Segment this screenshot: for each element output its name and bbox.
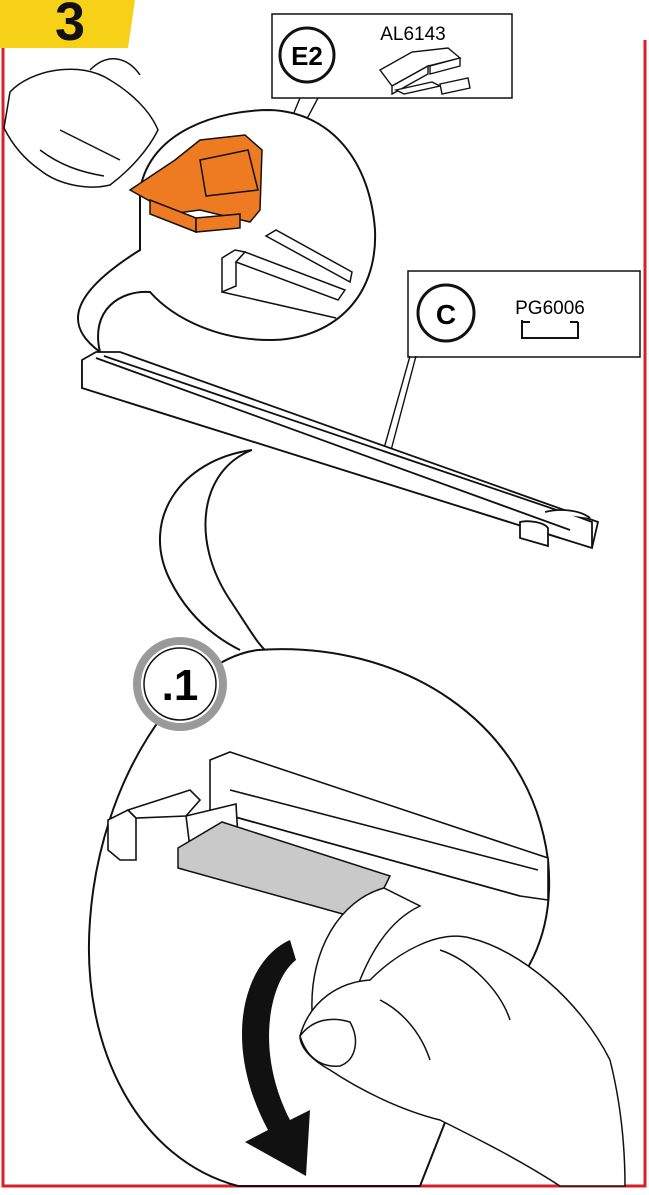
part-id-e2: E2 [291, 41, 323, 71]
part-id-c: C [436, 299, 456, 330]
substep-badge: .1 [133, 637, 227, 731]
detail-circle-top [3, 58, 377, 355]
detail-circle-bottom [87, 648, 626, 1187]
part-id-circle-e2 [278, 26, 336, 84]
step-badge-background [0, 0, 135, 48]
part-code-c: PG6006 [515, 298, 585, 319]
part-id-circle-c [416, 283, 476, 343]
hand-top [3, 58, 159, 188]
substep-label: .1 [162, 661, 199, 710]
step-number: 3 [55, 0, 85, 52]
part-callout-e2: E2 AL6143 [261, 13, 513, 197]
hand-bottom [299, 935, 626, 1187]
part-code-e2: AL6143 [380, 24, 446, 45]
leader-line-c [382, 355, 411, 453]
orange-end-clip [128, 134, 263, 234]
aluminum-profile [81, 351, 600, 550]
profile-end-detail [221, 229, 353, 319]
part-callout-c: C PG6006 [382, 270, 641, 455]
step-badge: 3 [0, 0, 135, 52]
channel-profile-icon [521, 320, 579, 339]
detail-leader [159, 449, 269, 653]
end-clip-icon [378, 47, 471, 96]
profile-closeup [107, 751, 549, 901]
pull-arrow-icon [241, 940, 310, 1176]
